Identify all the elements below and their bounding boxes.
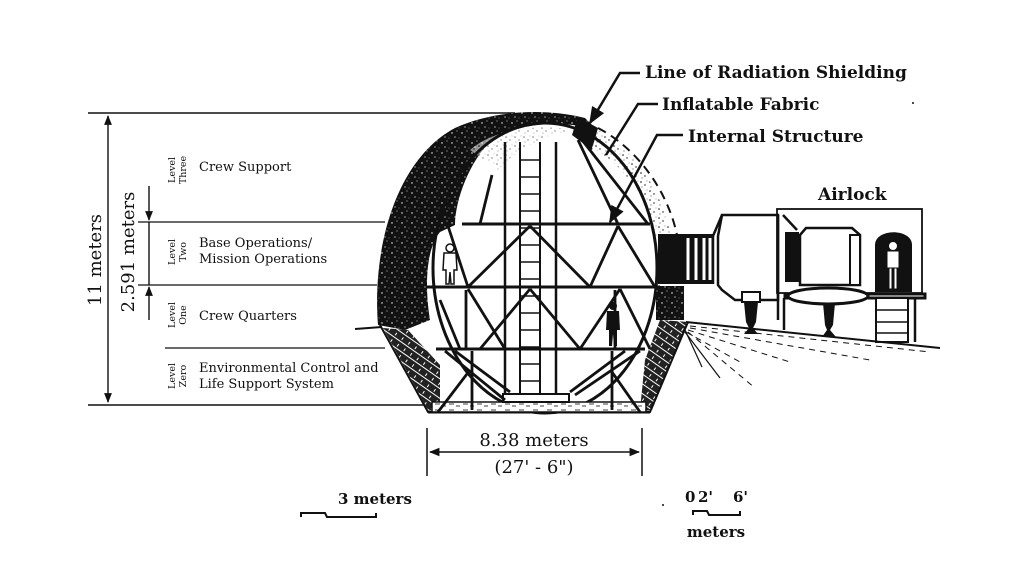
surface-texture-lines	[685, 325, 931, 389]
module-two-dark-end	[785, 232, 799, 282]
airlock-module-icon	[658, 208, 927, 343]
width-metric-label: 8.38 meters	[479, 430, 588, 451]
module-two-support-pad	[786, 286, 870, 306]
airlock-label: Airlock	[817, 185, 888, 205]
level-three-row: Level Three Crew Support	[167, 156, 292, 185]
module-two-leg	[822, 303, 836, 337]
print-speck	[912, 102, 914, 104]
module-one-edge	[711, 214, 724, 237]
surface-ground-line	[685, 321, 941, 349]
level-one-word: Level	[167, 302, 178, 328]
callout-internal-structure: Internal Structure	[608, 127, 864, 224]
level-two-name: Two	[178, 242, 189, 262]
level-two-function-line2: Mission Operations	[199, 252, 327, 267]
suited-astronaut-icon	[886, 241, 900, 290]
habitat-scale-bracket	[300, 512, 377, 518]
habitat-scale-bar: 3 meters	[300, 490, 412, 518]
callout-inflatable-fabric: Inflatable Fabric	[604, 95, 819, 156]
level-zero-row: Level Zero Environmental Control and Lif…	[167, 361, 379, 392]
shielding-detail-dot	[427, 297, 433, 303]
tunnel-ribs	[686, 238, 712, 280]
width-imperial-label: (27' - 6")	[494, 457, 573, 478]
inflatable-fabric-band	[592, 130, 672, 240]
habitat-scale-label: 3 meters	[338, 490, 412, 508]
airlock-scale-tick-0: 0	[685, 488, 695, 506]
radiation-shielding-label: Line of Radiation Shielding	[645, 63, 907, 83]
level-zero-word: Level	[167, 363, 178, 389]
level-zero-function-line1: Environmental Control and	[199, 361, 379, 376]
tunnel-junction-block	[656, 286, 684, 320]
habitat-dome	[377, 112, 689, 415]
inflatable-fabric-label: Inflatable Fabric	[662, 95, 819, 115]
level-one-name: One	[178, 305, 189, 325]
level-three-word: Level	[167, 157, 178, 183]
airlock-scale-unit: meters	[687, 523, 745, 541]
astronaut-figure-icon	[442, 243, 458, 285]
level-divider-one-zero-stub	[354, 326, 383, 330]
total-height-label: 11 meters	[85, 214, 106, 306]
level-zero-name: Zero	[178, 364, 189, 387]
airlock-wall-chamfer	[782, 214, 798, 231]
center-pedestal	[502, 393, 570, 403]
level-three-name: Three	[178, 156, 189, 185]
airlock-scale-bracket	[692, 510, 741, 516]
module-one-leg-box	[741, 291, 761, 303]
base-slab	[431, 401, 647, 413]
module-one-leg	[744, 302, 758, 334]
level-zero-function-line2: Life Support System	[199, 377, 334, 392]
airlock-scale-tick-6: 6'	[733, 488, 748, 506]
level-two-row: Level Two Base Operations/ Mission Opera…	[167, 236, 327, 267]
person-silhouette-icon	[606, 302, 620, 346]
print-speck	[662, 504, 664, 506]
surface-rays	[684, 329, 721, 379]
airlock-scale-tick-2: 2'	[698, 488, 713, 506]
level-one-row: Level One Crew Quarters	[167, 302, 297, 328]
airlock-scale-bar: 0 2' 6' meters	[685, 488, 748, 541]
inflatable-fabric-dashed-outline	[597, 127, 679, 241]
level-one-function: Crew Quarters	[199, 309, 297, 324]
support-wedge-right	[640, 320, 688, 410]
module-two-ring	[849, 234, 861, 286]
callout-radiation-shielding: Line of Radiation Shielding	[588, 63, 907, 125]
level-three-function: Crew Support	[199, 160, 292, 175]
width-dimension: 8.38 meters (27' - 6")	[426, 428, 643, 478]
lunar-surface	[684, 321, 941, 389]
ladder-icon	[503, 142, 558, 394]
level-two-word: Level	[167, 239, 178, 265]
radiation-shielding-mass	[377, 112, 597, 330]
level-two-function-line1: Base Operations/	[199, 236, 313, 251]
support-wedge-left	[383, 328, 440, 410]
level-table: 11 meters 2.591 meters Level Three Crew …	[85, 112, 515, 406]
level-height-label: 2.591 meters	[118, 192, 139, 313]
shielding-detail-dot	[429, 303, 435, 309]
airlock-stairs	[875, 297, 909, 343]
internal-structure-label: Internal Structure	[688, 127, 864, 147]
module-one	[716, 213, 780, 302]
